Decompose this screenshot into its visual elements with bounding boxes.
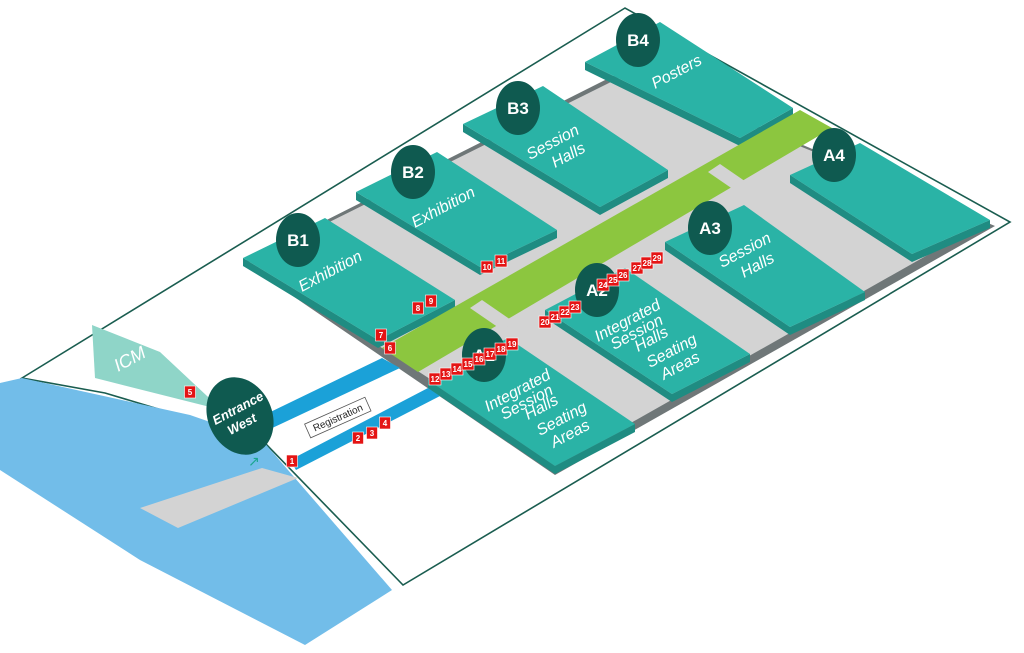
marker-18[interactable]: 18: [494, 342, 508, 356]
svg-text:6: 6: [388, 344, 393, 353]
svg-text:1: 1: [290, 457, 295, 466]
entrance-road: [140, 468, 298, 528]
svg-text:2: 2: [356, 434, 361, 443]
svg-text:29: 29: [653, 254, 662, 263]
badge-b1: B1: [276, 213, 320, 267]
svg-text:18: 18: [497, 345, 506, 354]
connector-bridge-2: [470, 300, 514, 330]
svg-text:22: 22: [561, 308, 570, 317]
marker-12[interactable]: 12: [428, 372, 442, 386]
badge-b2: B2: [391, 145, 435, 199]
blue-walkway: [258, 358, 400, 430]
marker-4[interactable]: 4: [379, 416, 391, 430]
svg-text:5: 5: [188, 388, 193, 397]
blue-walkway-lower: [290, 388, 440, 470]
marker-13[interactable]: 13: [439, 367, 453, 381]
svg-text:27: 27: [633, 264, 642, 273]
svg-text:A3: A3: [699, 219, 721, 238]
badge-a3: A3: [688, 201, 732, 255]
marker-26[interactable]: 26: [616, 268, 630, 282]
svg-text:26: 26: [619, 271, 628, 280]
marker-16[interactable]: 16: [472, 352, 486, 366]
svg-text:24: 24: [599, 281, 608, 290]
svg-text:19: 19: [508, 340, 517, 349]
svg-text:B3: B3: [507, 99, 529, 118]
marker-20[interactable]: 20: [538, 315, 552, 329]
marker-1[interactable]: 1: [286, 454, 298, 468]
marker-9[interactable]: 9: [425, 294, 437, 308]
marker-19[interactable]: 19: [505, 337, 519, 351]
marker-7[interactable]: 7: [375, 328, 387, 342]
marker-21[interactable]: 21: [548, 310, 562, 324]
badge-b4: B4: [616, 13, 660, 67]
svg-text:23: 23: [571, 303, 580, 312]
svg-text:4: 4: [383, 419, 388, 428]
marker-14[interactable]: 14: [450, 362, 464, 376]
marker-17[interactable]: 17: [483, 347, 497, 361]
svg-text:13: 13: [442, 370, 451, 379]
svg-text:A4: A4: [823, 146, 845, 165]
marker-5[interactable]: 5: [184, 385, 196, 399]
svg-text:8: 8: [416, 304, 421, 313]
marker-23[interactable]: 23: [568, 300, 582, 314]
svg-text:17: 17: [486, 350, 495, 359]
svg-text:28: 28: [643, 259, 652, 268]
svg-text:11: 11: [497, 257, 506, 266]
svg-text:25: 25: [609, 276, 618, 285]
svg-text:21: 21: [551, 313, 560, 322]
location-markers: 1234567891011121314151617181920212223242…: [184, 251, 664, 468]
entrance-arrow-icon: ↗: [248, 454, 260, 470]
marker-2[interactable]: 2: [352, 431, 364, 445]
svg-text:14: 14: [453, 365, 462, 374]
svg-text:16: 16: [475, 355, 484, 364]
marker-8[interactable]: 8: [412, 301, 424, 315]
badge-b3: B3: [496, 81, 540, 135]
marker-6[interactable]: 6: [384, 341, 396, 355]
icm-building: [92, 325, 222, 410]
svg-text:3: 3: [370, 429, 375, 438]
badge-a4: A4: [812, 128, 856, 182]
svg-text:9: 9: [429, 297, 434, 306]
marker-29[interactable]: 29: [650, 251, 664, 265]
svg-text:12: 12: [431, 375, 440, 384]
entrance-west-badge[interactable]: Entrance West: [194, 366, 286, 466]
svg-text:20: 20: [541, 318, 550, 327]
svg-text:7: 7: [379, 331, 384, 340]
svg-text:10: 10: [483, 263, 492, 272]
svg-text:B2: B2: [402, 163, 424, 182]
marker-3[interactable]: 3: [366, 426, 378, 440]
marker-10[interactable]: 10: [480, 260, 494, 274]
site-outline: [19, 7, 1012, 587]
marker-27[interactable]: 27: [630, 261, 644, 275]
marker-11[interactable]: 11: [494, 254, 508, 268]
svg-text:B1: B1: [287, 231, 309, 250]
svg-text:B4: B4: [627, 31, 649, 50]
connector-bridge-1: [708, 164, 752, 194]
marker-15[interactable]: 15: [461, 357, 475, 371]
svg-text:15: 15: [464, 360, 473, 369]
